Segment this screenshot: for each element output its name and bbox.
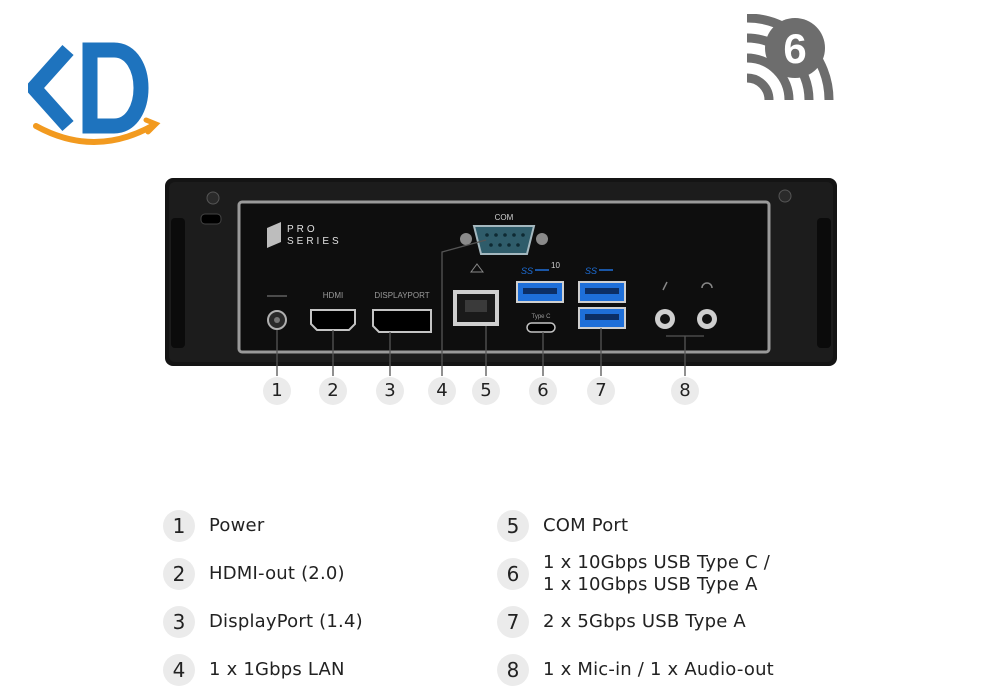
mic-in-jack — [655, 309, 675, 329]
wifi-6-badge-text: 6 — [783, 25, 806, 72]
legend-label: 1 x 10Gbps USB Type C /1 x 10Gbps USB Ty… — [543, 552, 771, 595]
com-port — [460, 225, 548, 255]
legend-number: 6 — [497, 558, 529, 590]
svg-text:10: 10 — [551, 261, 560, 270]
legend-label: 1 x 1Gbps LAN — [209, 659, 345, 680]
svg-text:Type C: Type C — [531, 314, 551, 320]
usb-c-port — [526, 322, 556, 333]
legend-item: 1 Power — [163, 510, 264, 542]
callout-5: 5 — [472, 377, 500, 405]
wifi-6-icon: 6 — [745, 13, 835, 102]
legend-label: COM Port — [543, 515, 629, 536]
legend-label: 1 x Mic-in / 1 x Audio-out — [543, 659, 774, 680]
legend-number: 3 — [163, 606, 195, 638]
hdmi-port — [310, 309, 356, 331]
usb-superspeed-icon: SS 10 — [521, 261, 560, 276]
callout-7: 7 — [587, 377, 615, 405]
legend-number: 4 — [163, 654, 195, 686]
legend-item: 8 1 x Mic-in / 1 x Audio-out — [497, 654, 774, 686]
callout-8: 8 — [671, 377, 699, 405]
mic-icon — [662, 281, 668, 291]
callout-3: 3 — [376, 377, 404, 405]
svg-text:HDMI: HDMI — [323, 291, 343, 300]
legend-number: 2 — [163, 558, 195, 590]
legend-label: DisplayPort (1.4) — [209, 611, 363, 632]
legend-number: 1 — [163, 510, 195, 542]
device-rear-panel: PRO SERIES COM HDMI DISPLAYPORT SS 10 — [165, 178, 837, 366]
svg-text:SS: SS — [521, 266, 533, 276]
usb-superspeed-icon: SS — [585, 266, 613, 276]
legend-item: 2 HDMI-out (2.0) — [163, 558, 345, 590]
port-legend: 1 Power 2 HDMI-out (2.0) 3 DisplayPort (… — [0, 500, 1000, 700]
callout-6: 6 — [529, 377, 557, 405]
callout-1: 1 — [263, 377, 291, 405]
legend-item: 5 COM Port — [497, 510, 628, 542]
svg-text:SS: SS — [585, 266, 597, 276]
legend-item: 3 DisplayPort (1.4) — [163, 606, 363, 638]
svg-text:COM: COM — [495, 213, 514, 222]
svg-text:DISPLAYPORT: DISPLAYPORT — [374, 291, 429, 300]
legend-number: 8 — [497, 654, 529, 686]
svg-text:SERIES: SERIES — [287, 236, 342, 247]
legend-number: 5 — [497, 510, 529, 542]
legend-item: 7 2 x 5Gbps USB Type A — [497, 606, 746, 638]
lan-port — [453, 290, 499, 326]
legend-label: HDMI-out (2.0) — [209, 563, 345, 584]
displayport-port — [372, 309, 432, 333]
svg-text:PRO: PRO — [287, 224, 318, 235]
pro-series-logo: PRO SERIES — [267, 222, 342, 248]
legend-label: 2 x 5Gbps USB Type A — [543, 611, 746, 632]
legend-number: 7 — [497, 606, 529, 638]
kd-logo — [28, 42, 161, 145]
headphone-icon — [701, 282, 713, 289]
audio-out-jack — [697, 309, 717, 329]
legend-item: 6 1 x 10Gbps USB Type C /1 x 10Gbps USB … — [497, 552, 770, 596]
callout-2: 2 — [319, 377, 347, 405]
legend-label: Power — [209, 515, 265, 536]
callout-4: 4 — [428, 377, 456, 405]
power-port — [267, 295, 287, 330]
legend-item: 4 1 x 1Gbps LAN — [163, 654, 345, 686]
